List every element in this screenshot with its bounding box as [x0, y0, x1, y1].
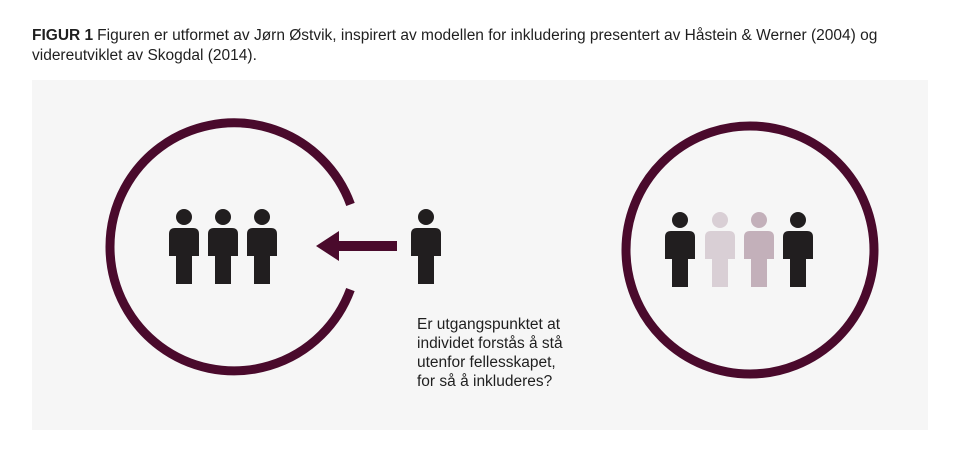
figure-label: FIGUR 1 [32, 27, 94, 44]
figure-caption-text: Figuren er utformet av Jørn Østvik, insp… [32, 27, 878, 64]
question-line-1: Er utgangspunktet at [417, 316, 561, 333]
arrow-left-icon [316, 231, 397, 261]
inclusion-diagram [105, 118, 879, 379]
person-icon-community-1 [665, 212, 695, 287]
question-line-3: utenfor fellesskapet, [417, 354, 556, 371]
question-line-4: for så å inkluderes? [417, 373, 553, 390]
person-icon-outside [411, 209, 441, 284]
person-icon-community-3 [744, 212, 774, 287]
person-icon-community-2 [705, 212, 735, 287]
person-icon-inside-2 [208, 209, 238, 284]
question-line-2: individet forstås å stå [417, 335, 563, 352]
figure-panel: Er utgangspunktet at individet forstås å… [32, 80, 928, 430]
person-icon-inside-1 [169, 209, 199, 284]
person-icon-community-4 [783, 212, 813, 287]
left-open-circle [105, 118, 355, 376]
right-closed-circle [621, 121, 879, 379]
question-text: Er utgangspunktet at individet forstås å… [417, 315, 617, 391]
person-icon-inside-3 [247, 209, 277, 284]
